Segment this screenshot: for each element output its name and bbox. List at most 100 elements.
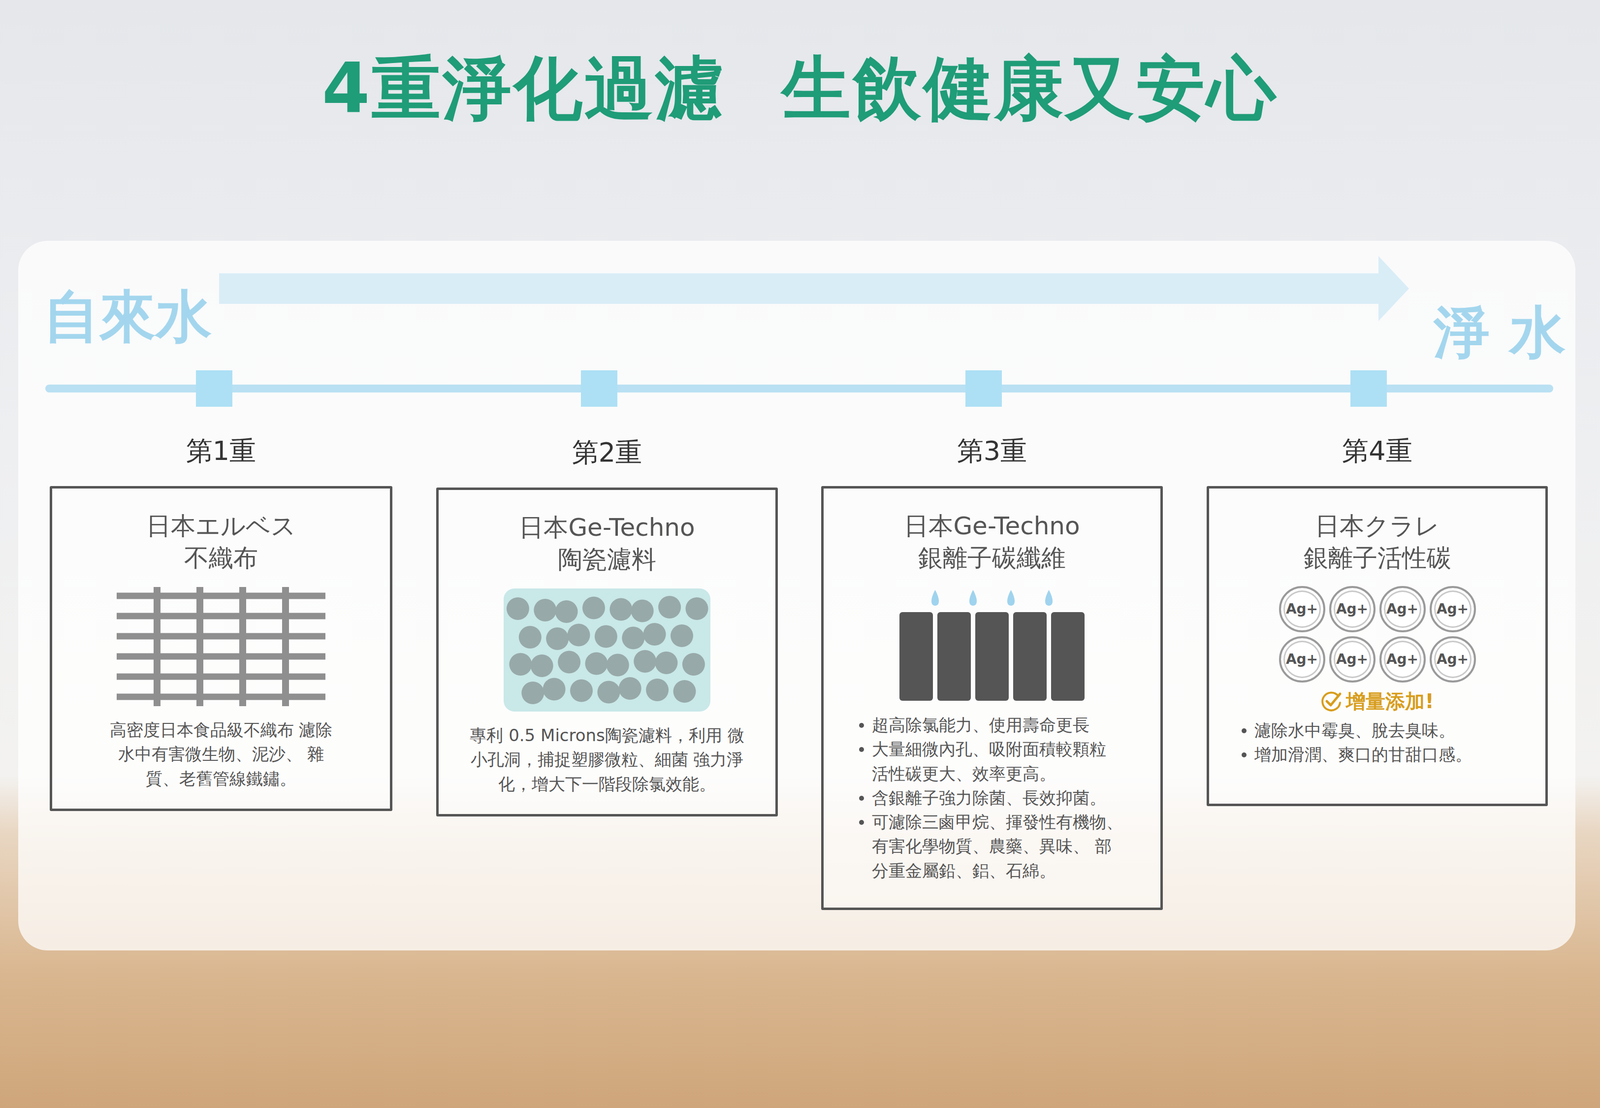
ceramic-grain — [567, 623, 591, 647]
bullet-dot — [1241, 728, 1247, 734]
ceramic-grain — [645, 678, 669, 702]
ion-circle: Ag+ — [1329, 636, 1376, 683]
flow-arrow — [219, 256, 1409, 321]
mesh-line — [116, 673, 326, 680]
filter-heading: 日本Ge-Techno 陶瓷濾料 — [501, 511, 713, 576]
bullet-dot — [859, 746, 864, 752]
bullet-text: 濾除水中霉臭、脫去臭味。 — [1254, 718, 1516, 743]
ion-circle: Ag+ — [1379, 585, 1426, 633]
filter-box: 日本エルベス 不織布高密度日本食品級不織布 濾除水中有害微生物、泥沙、 雜質、老… — [49, 485, 393, 811]
mesh-line — [116, 653, 326, 660]
ion-label: Ag+ — [1436, 652, 1469, 667]
bullet-dot — [859, 722, 864, 728]
ceramic-grain — [606, 653, 630, 677]
carbon-fiber — [1051, 611, 1085, 701]
carbon-fiber — [899, 611, 933, 701]
bullet-text: 可濾除三鹵甲烷、揮發性有機物、 有害化學物質、農藥、異味、 部分重金屬鉛、鋁、石… — [871, 809, 1127, 883]
title: 4重淨化過濾 生飲健康又安心 — [0, 47, 1600, 130]
bullet-item: 濾除水中霉臭、脫去臭味。 — [1239, 718, 1516, 743]
timeline-marker — [580, 370, 618, 407]
ceramic-block — [503, 588, 711, 712]
timeline-marker — [1350, 370, 1387, 407]
filter-heading: 日本Ge-Techno 銀離子碳纖維 — [867, 510, 1117, 575]
filter-box: 日本Ge-Techno 陶瓷濾料專利 0.5 Microns陶瓷濾料，利用 微小… — [436, 487, 778, 817]
mesh-line — [282, 586, 289, 706]
ceramic-grain — [585, 652, 608, 675]
ceramic-grain — [597, 680, 620, 704]
timeline-marker — [195, 370, 233, 407]
bullet-text: 大量細微內孔、吸附面積較顆粒 活性碳更大、效率更高。 — [871, 736, 1127, 786]
bullet-item: 增加滑潤、爽口的甘甜口感。 — [1239, 742, 1516, 767]
ceramic-grain — [557, 650, 581, 674]
ceramic-grain — [643, 622, 667, 646]
bars-illustration — [838, 584, 1146, 704]
bullet-item: 超高除氯能力、使用壽命更長 — [857, 712, 1127, 737]
ceramic-grain — [670, 624, 694, 647]
badge-row: 增量添加! — [1320, 689, 1434, 713]
ceramic-grain — [543, 677, 566, 701]
ceramic-grain — [594, 625, 618, 648]
timeline-marker — [965, 370, 1002, 407]
filter-heading: 日本クラレ 銀離子活性碳 — [1272, 510, 1483, 575]
mesh-line — [116, 592, 326, 600]
ion-circle: Ag+ — [1429, 636, 1476, 683]
ceramic-grain — [609, 598, 633, 621]
bullet-dot — [1241, 752, 1247, 758]
ceramic-grain — [655, 651, 678, 674]
carbon-fiber — [1013, 611, 1047, 701]
ion-label: Ag+ — [1336, 602, 1369, 616]
mesh-line — [116, 693, 326, 701]
ion-label: Ag+ — [1285, 602, 1318, 616]
check-icon — [1320, 689, 1344, 713]
water-drop — [1007, 589, 1015, 606]
ceramic-grain — [582, 596, 606, 620]
mesh-line — [153, 586, 161, 706]
ceramic-grain — [518, 625, 542, 649]
bullet-dot — [859, 795, 864, 801]
bullet-text: 含銀離子強力除菌、長效抑菌。 — [871, 785, 1127, 810]
carbon-fiber — [975, 611, 1009, 701]
ceramic-grain — [658, 595, 681, 619]
water-drop — [1045, 589, 1053, 606]
ion-label: Ag+ — [1336, 652, 1369, 667]
water-drop — [969, 589, 977, 606]
mesh-line — [116, 633, 326, 640]
ion-circle: Ag+ — [1329, 585, 1376, 633]
ceramic-grain — [618, 676, 642, 700]
ion-label: Ag+ — [1386, 602, 1419, 616]
carbon-fiber — [937, 611, 971, 701]
ceramic-grain — [530, 654, 554, 677]
ceramic-illustration — [453, 586, 761, 714]
ceramic-grain — [621, 626, 645, 650]
ceramic-grain — [633, 649, 657, 673]
flow-label: 自來水 — [43, 288, 212, 345]
filter-description: 專利 0.5 Microns陶瓷濾料，利用 微小孔洞，捕捉塑膠微粒、細菌 強力淨… — [465, 723, 749, 797]
panel — [18, 240, 1576, 951]
ceramic-grain — [631, 599, 654, 623]
water-drop — [931, 589, 939, 606]
mesh-line — [116, 612, 326, 620]
mesh-line — [196, 586, 204, 706]
ion-label: Ag+ — [1436, 602, 1469, 616]
mesh-line — [239, 586, 247, 706]
bullet-text: 增加滑潤、爽口的甘甜口感。 — [1254, 742, 1516, 767]
ceramic-grain — [673, 679, 697, 703]
filter-box: 日本Ge-Techno 銀離子碳纖維超高除氯能力、使用壽命更長大量細微內孔、吸附… — [821, 485, 1163, 910]
bullet-text: 超高除氯能力、使用壽命更長 — [871, 712, 1127, 737]
filter-box: 日本クラレ 銀離子活性碳 Ag+ Ag+ Ag+ Ag+ Ag+ Ag+ Ag+ Ag+ 增量添加… — [1206, 485, 1548, 806]
bullet-item: 含銀離子強力除菌、長效抑菌。 — [857, 785, 1127, 810]
ion-label: Ag+ — [1386, 652, 1419, 667]
ion-circle: Ag+ — [1279, 636, 1326, 683]
flow-label: 淨 水 — [1433, 304, 1566, 361]
mesh-illustration — [66, 584, 376, 708]
filter-description: 高密度日本食品級不織布 濾除水中有害微生物、泥沙、 雜質、老舊管線鐵鏽。 — [105, 717, 337, 791]
ion-circle: Ag+ — [1429, 585, 1476, 633]
ceramic-grain — [506, 597, 530, 620]
highlight-badge: 增量添加! — [1345, 689, 1434, 713]
ion-label: Ag+ — [1285, 652, 1318, 667]
ceramic-grain — [533, 598, 557, 622]
stage-label: 第4重 — [1209, 435, 1546, 468]
ceramic-grain — [685, 597, 709, 620]
filter-heading: 日本エルベス 不織布 — [134, 510, 309, 575]
ceramic-grain — [682, 652, 705, 676]
